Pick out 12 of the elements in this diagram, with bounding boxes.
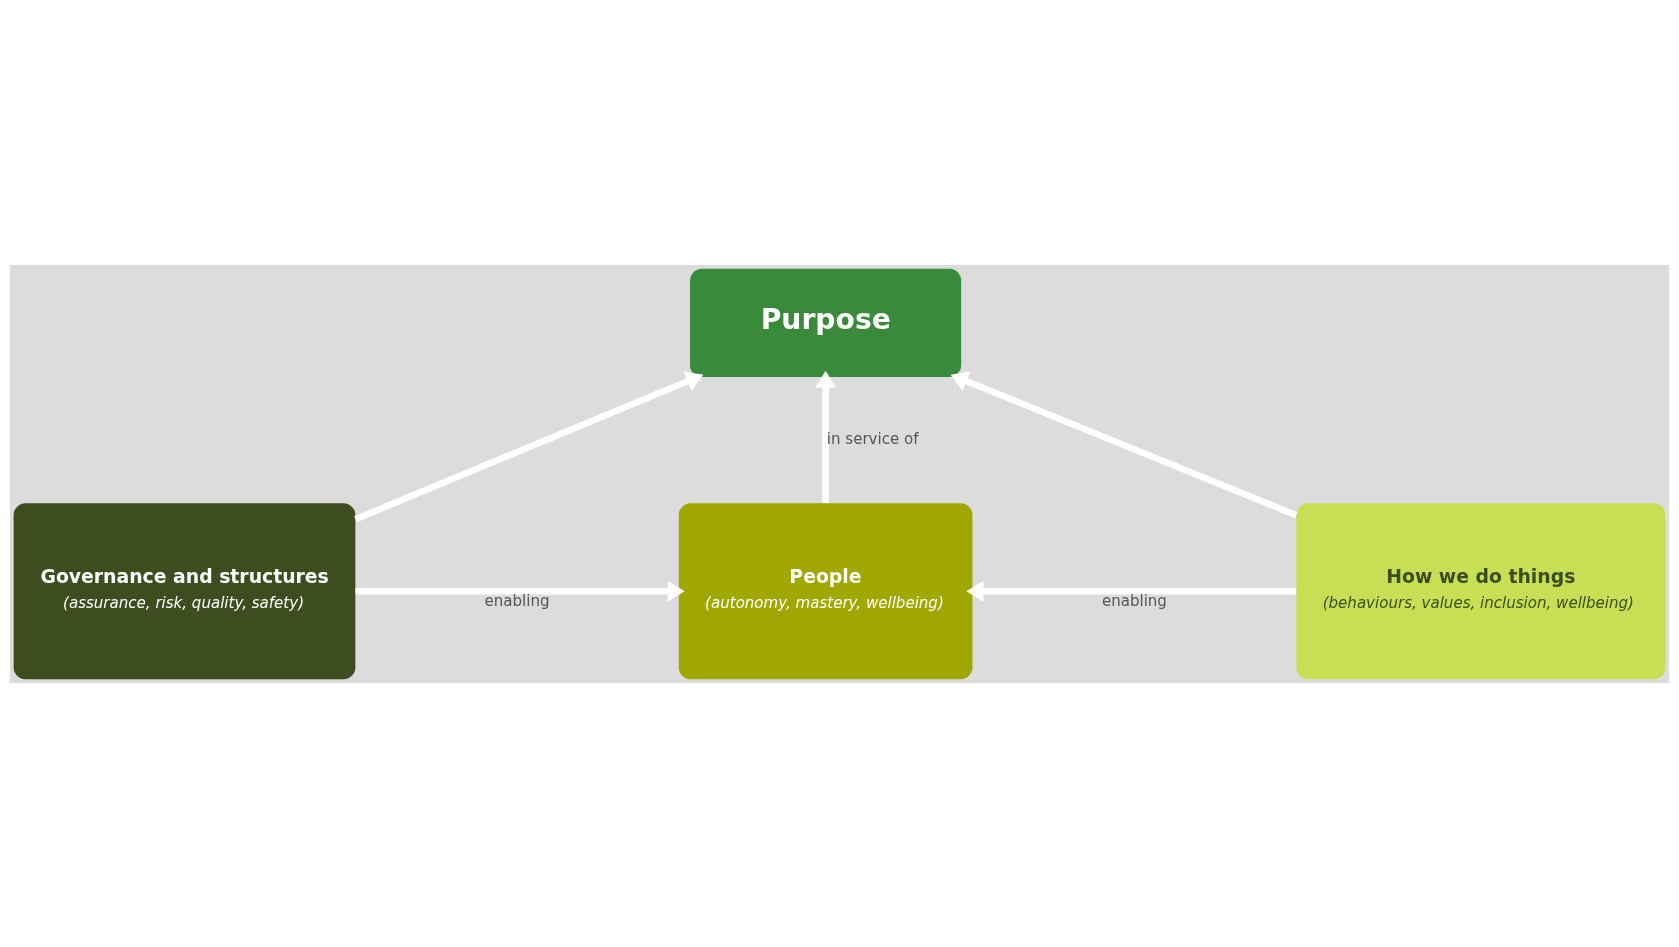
edge-label: in service of bbox=[826, 429, 919, 448]
arrow bbox=[966, 580, 1297, 602]
arrow bbox=[815, 370, 837, 503]
edge-label: enabling bbox=[1101, 591, 1167, 610]
arrow bbox=[354, 371, 704, 522]
arrow bbox=[355, 580, 685, 602]
edge-label: enabling bbox=[484, 591, 550, 610]
node-box: Governance and structures (assurance, risk, quality, safety) bbox=[13, 502, 356, 679]
node-box: How we do things (behaviours, values, inclusion, wellbeing) bbox=[1296, 502, 1666, 679]
node-box: Purpose bbox=[690, 268, 962, 377]
arrow bbox=[950, 370, 1298, 518]
node-box: People (autonomy, mastery, wellbeing) bbox=[678, 502, 973, 679]
